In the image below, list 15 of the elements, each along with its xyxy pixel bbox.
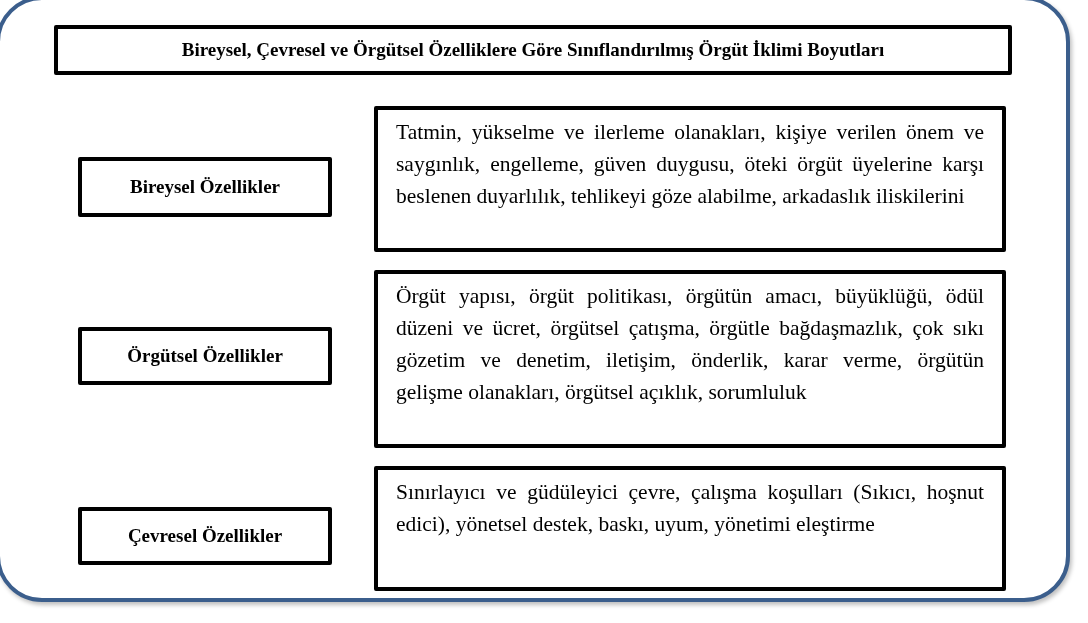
category-label: Örgütsel Özellikler bbox=[127, 345, 283, 367]
category-box bbox=[78, 327, 332, 385]
title-box bbox=[54, 25, 1012, 75]
category-box bbox=[78, 507, 332, 565]
page-frame bbox=[0, 0, 1070, 602]
category-label: Çevresel Özellikler bbox=[127, 525, 283, 547]
description-box bbox=[374, 106, 1006, 252]
category-label: Bireysel Özellikler bbox=[130, 176, 280, 198]
description-box bbox=[374, 270, 1006, 448]
description-text: Tatmin, yükselme ve ilerleme olanakları, kişiye verilen önem ve saygınlık, engelleme, güven duygusu, öteki örgüt üyelerine karşı beslenen duyarlılık, tehlikeyi göze alabilme, arkadaslık iliskilerini bbox=[396, 119, 984, 210]
title-text: Bireysel, Çevresel ve Örgütsel Özelliklere Göre Sınıflandırılmış Örgüt İklimi Boyutları bbox=[181, 39, 885, 61]
description-text: Örgüt yapısı, örgüt politikası, örgütün amacı, büyüklüğü, ödül düzeni ve ücret, örgütsel çatışma, örgütle bağdaşmazlık, çok sıkı gözetim ve denetim, iletişim, önderlik, karar verme, örgütün gelişme olanakları, örgütsel açıklık, sorumluluk bbox=[396, 283, 984, 406]
category-box bbox=[78, 157, 332, 217]
description-box bbox=[374, 466, 1006, 591]
description-text: Sınırlayıcı ve güdüleyici çevre, çalışma koşulları (Sıkıcı, hoşnut edici), yönetsel destek, baskı, uyum, yönetimi eleştirme bbox=[396, 479, 984, 538]
